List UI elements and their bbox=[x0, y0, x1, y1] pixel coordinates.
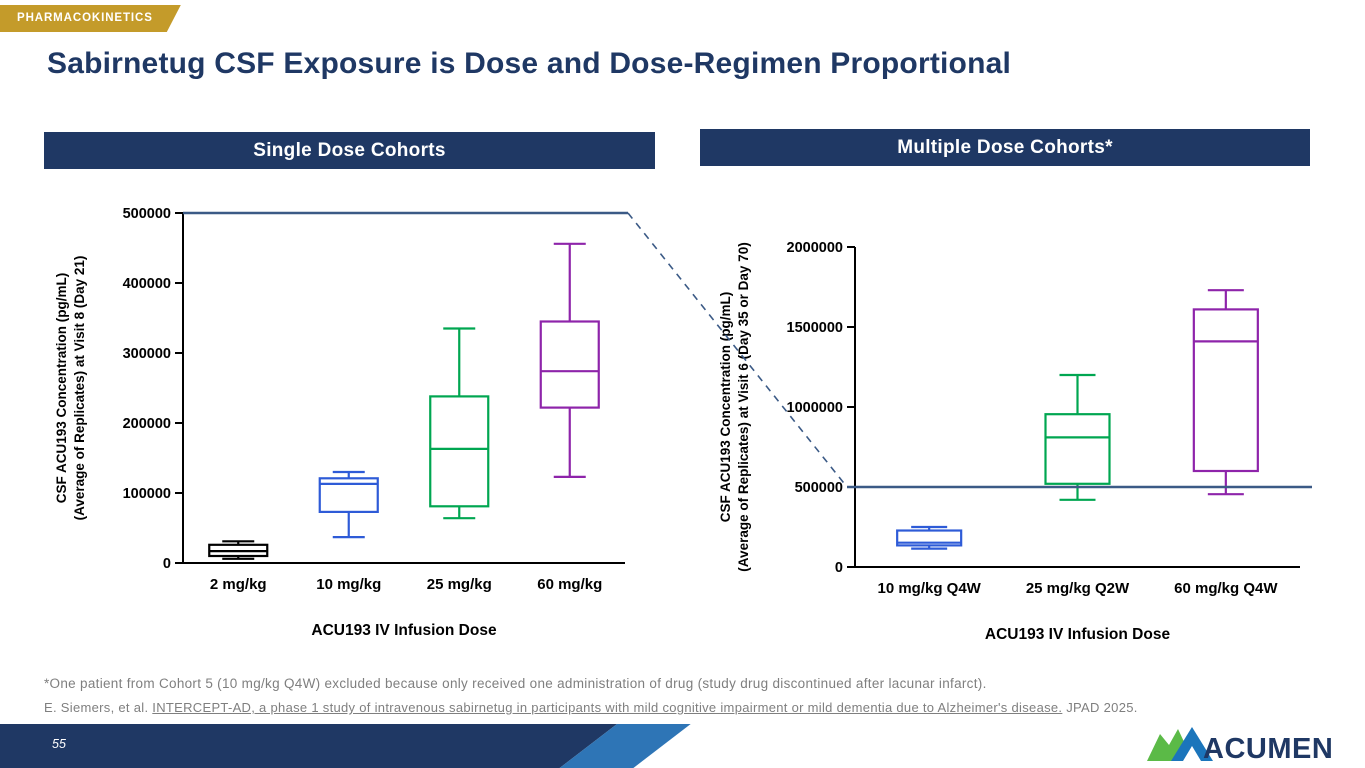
y-axis-title-line: (Average of Replicates) at Visit 6 (Day … bbox=[736, 242, 751, 571]
logo-mountain-notch bbox=[1183, 746, 1201, 761]
y-tick-label: 1000000 bbox=[787, 400, 843, 416]
logo-wordmark: ACUMEN bbox=[1203, 733, 1333, 765]
y-tick-label: 400000 bbox=[123, 276, 171, 292]
footer-band: 55 bbox=[0, 724, 1365, 768]
y-tick-label: 200000 bbox=[123, 416, 171, 432]
x-tick-label: 60 mg/kg bbox=[537, 576, 602, 593]
y-tick-label: 500000 bbox=[795, 480, 843, 496]
x-tick-label: 60 mg/kg Q4W bbox=[1174, 580, 1278, 597]
y-axis-title-line: CSF ACU193 Concentration (pg/mL) bbox=[718, 292, 733, 523]
y-axis-title-line: CSF ACU193 Concentration (pg/mL) bbox=[54, 273, 69, 504]
y-tick-label: 2000000 bbox=[787, 240, 843, 256]
page-title: Sabirnetug CSF Exposure is Dose and Dose… bbox=[47, 47, 1012, 80]
x-tick-label: 10 mg/kg bbox=[316, 576, 381, 593]
multiple-dose-boxplot-chart: 0 500000 1000000 1500000 2000000 10 mg/kg Q4W… bbox=[718, 240, 1312, 643]
citation-suffix: JPAD 2025. bbox=[1062, 700, 1138, 715]
x-tick-label: 10 mg/kg Q4W bbox=[877, 580, 981, 597]
single-dose-boxplot-chart: 0 100000 200000 300000 400000 500000 2 mg/kg 10… bbox=[54, 206, 628, 639]
x-axis-title: ACU193 IV Infusion Dose bbox=[985, 626, 1171, 643]
y-tick-label: 1500000 bbox=[787, 320, 843, 336]
footer-navy-shape bbox=[0, 724, 617, 768]
box bbox=[429, 395, 490, 508]
citation-link[interactable]: INTERCEPT-AD, a phase 1 study of intrave… bbox=[152, 700, 1063, 715]
y-tick-label: 500000 bbox=[123, 206, 171, 222]
box bbox=[1192, 308, 1259, 473]
y-tick-label: 100000 bbox=[123, 486, 171, 502]
citation-prefix: E. Siemers, et al. bbox=[44, 700, 153, 715]
box bbox=[539, 320, 600, 409]
box bbox=[1044, 413, 1111, 485]
y-tick-label: 0 bbox=[835, 560, 843, 576]
x-tick-label: 2 mg/kg bbox=[210, 576, 267, 593]
panel-header-single-dose: Single Dose Cohorts bbox=[44, 132, 655, 169]
y-axis-title-line: (Average of Replicates) at Visit 8 (Day … bbox=[72, 256, 87, 521]
x-axis-title: ACU193 IV Infusion Dose bbox=[311, 622, 497, 639]
logo-mountain-blue-icon bbox=[1171, 727, 1213, 761]
panel-header-multiple-dose: Multiple Dose Cohorts* bbox=[700, 129, 1310, 166]
y-tick-label: 0 bbox=[163, 556, 171, 572]
x-tick-label: 25 mg/kg bbox=[427, 576, 492, 593]
page-number: 55 bbox=[52, 737, 66, 751]
section-badge: PHARMACOKINETICS bbox=[0, 5, 181, 32]
y-tick-label: 300000 bbox=[123, 346, 171, 362]
acumen-logo: ACUMEN bbox=[1147, 727, 1333, 765]
x-tick-label: 25 mg/kg Q2W bbox=[1026, 580, 1130, 597]
footnote: *One patient from Cohort 5 (10 mg/kg Q4W… bbox=[44, 676, 987, 691]
citation: E. Siemers, et al. INTERCEPT-AD, a phase… bbox=[44, 700, 1138, 715]
